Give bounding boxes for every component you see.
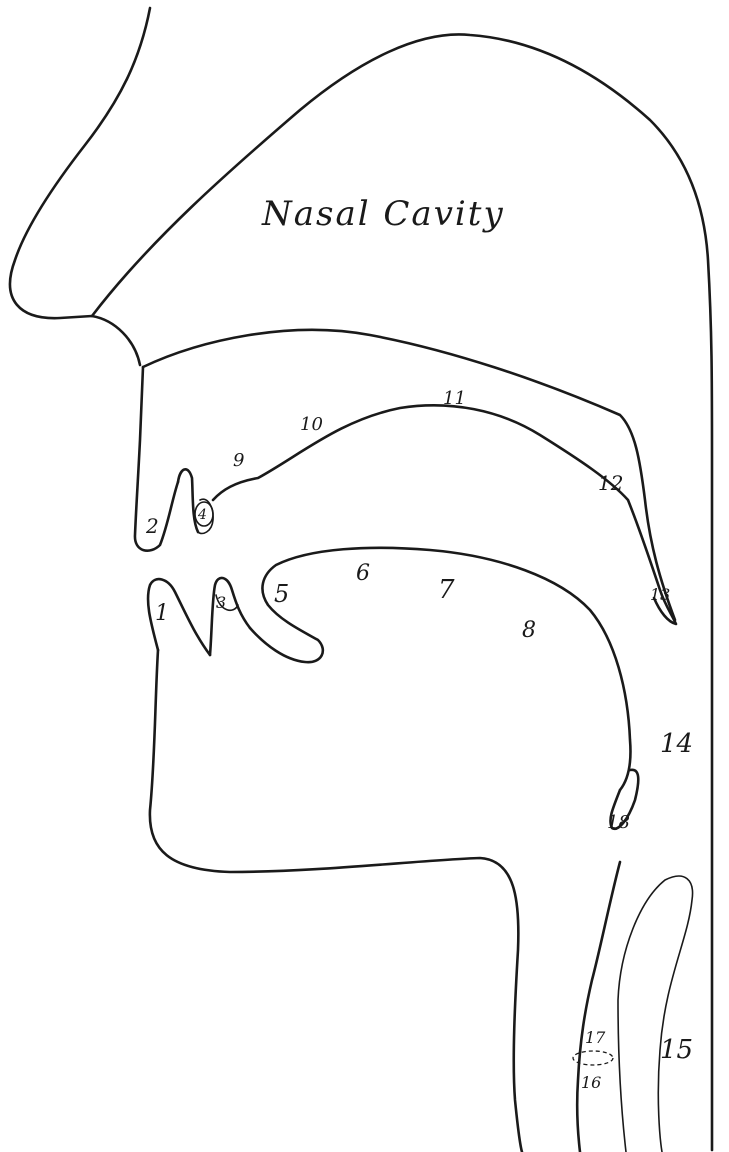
label-8: 8 <box>522 618 536 643</box>
nasal-cavity-title: Nasal Cavity <box>261 194 505 234</box>
lower-incisor <box>210 578 250 655</box>
jaw-outline <box>150 650 522 1152</box>
larynx-front <box>577 862 620 1152</box>
label-17: 17 <box>585 1028 606 1047</box>
label-9: 9 <box>233 450 244 471</box>
label-10: 10 <box>300 414 323 435</box>
nose-outline <box>10 8 150 365</box>
label-4: 4 <box>197 507 207 523</box>
label-11: 11 <box>443 388 466 409</box>
label-2: 2 <box>145 514 159 538</box>
label-14: 14 <box>660 729 693 759</box>
label-12: 12 <box>598 471 623 495</box>
nasal-floor <box>143 330 675 620</box>
label-6: 6 <box>356 561 370 586</box>
label-13: 13 <box>650 585 670 604</box>
esophagus-front <box>618 876 693 1152</box>
label-18: 18 <box>607 812 630 833</box>
label-1: 1 <box>155 601 169 626</box>
upper-incisor <box>178 469 198 532</box>
label-7: 7 <box>438 575 455 605</box>
label-16: 16 <box>581 1073 601 1092</box>
label-5: 5 <box>274 580 289 608</box>
label-15: 15 <box>660 1035 693 1065</box>
